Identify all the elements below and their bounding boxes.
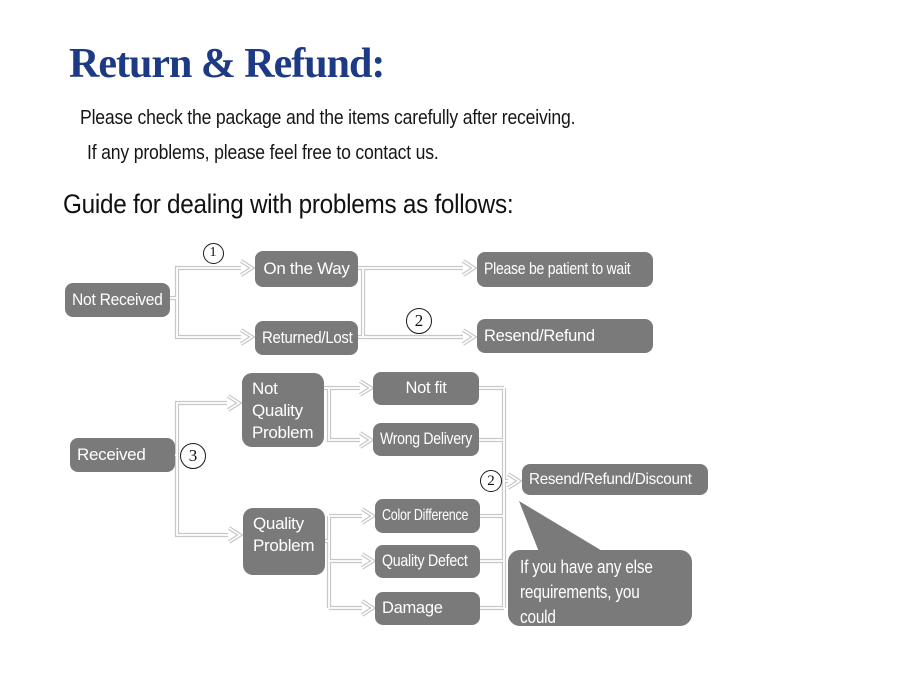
flow-node-quality-problem: Quality Problem — [243, 508, 325, 575]
flow-node-not-received: Not Received — [65, 283, 170, 317]
flow-node-received: Received — [70, 438, 175, 472]
callout-bubble: If you have any else requirements, you c… — [508, 550, 692, 652]
page-title: Return & Refund: — [69, 41, 385, 87]
flow-node-returned-lost: Returned/Lost — [255, 321, 358, 355]
flow-node-resend-refund-discount: Resend/Refund/Discount — [522, 464, 708, 495]
flow-node-color-difference: Color Difference — [375, 499, 480, 533]
flow-node-wrong-delivery: Wrong Delivery — [373, 423, 479, 456]
step-marker-2: 2 — [480, 470, 502, 492]
flow-node-damage: Damage — [375, 592, 480, 625]
flow-node-not-quality-problem: Not Quality Problem — [242, 373, 324, 447]
guide-heading: Guide for dealing with problems as follo… — [63, 189, 514, 219]
flow-node-not-fit: Not fit — [373, 372, 479, 405]
step-marker-2: 2 — [406, 308, 432, 334]
flow-node-resend-refund: Resend/Refund — [477, 319, 653, 353]
flow-node-on-the-way: On the Way — [255, 251, 358, 287]
flow-node-please-be-patient-to-wait: Please be patient to wait — [477, 252, 653, 287]
callout-tail — [519, 501, 604, 552]
step-marker-3: 3 — [180, 443, 206, 469]
intro-line-1: Please check the package and the items c… — [80, 107, 576, 129]
flow-node-quality-defect: Quality Defect — [375, 545, 480, 578]
intro-line-2: If any problems, please feel free to con… — [87, 142, 439, 164]
step-marker-1: 1 — [202, 242, 224, 264]
